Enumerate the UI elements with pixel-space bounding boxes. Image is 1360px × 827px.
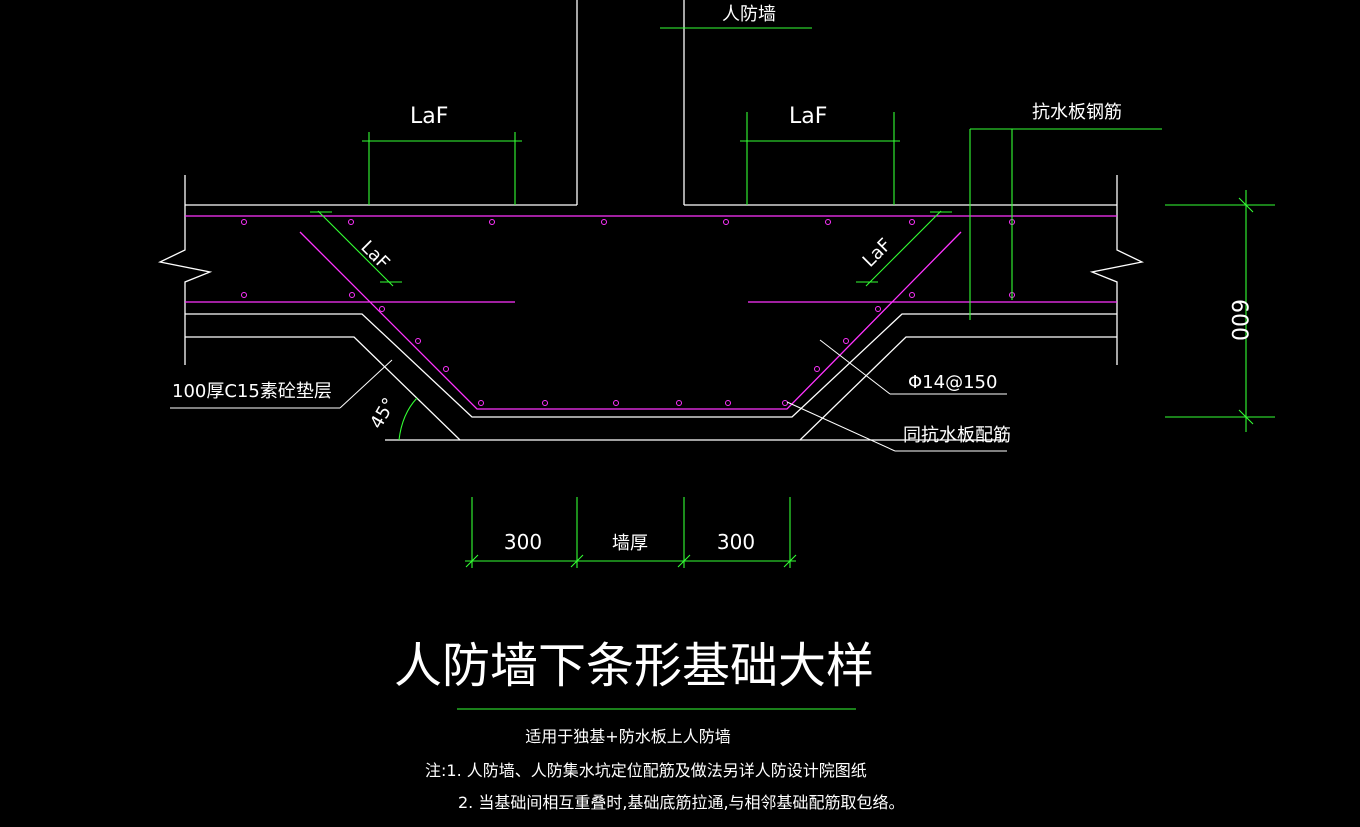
laf-diag-left-label: LaF: [356, 237, 393, 274]
height-dim-label: 600: [1226, 299, 1251, 341]
foundation-outline: [185, 313, 1117, 418]
drawing-subtitle: 适用于独基+防水板上人防墙: [525, 727, 730, 746]
slab-break-left: [157, 175, 213, 365]
bottom-tick-4: [783, 554, 797, 568]
rebar-dot: [489, 219, 495, 225]
rebar-dot: [348, 219, 354, 225]
wall-label: 人防墙: [722, 4, 776, 25]
rebar-dot: [875, 306, 881, 312]
foundation-bottom-rebar: [299, 231, 962, 410]
rebar-dot: [478, 400, 484, 406]
rebar-dot: [379, 306, 385, 312]
same-rebar-leader-d: [786, 401, 896, 452]
rebar-dot: [782, 400, 788, 406]
rebar-dot: [909, 219, 915, 225]
same-rebar-label: 同抗水板配筋: [903, 425, 1011, 446]
cushion-leader-d: [339, 359, 393, 409]
cushion-label: 100厚C15素砼垫层: [172, 381, 332, 402]
annotation-leaders: [170, 339, 1007, 452]
dimension-lines: [310, 27, 1275, 710]
rebar-dot: [725, 400, 731, 406]
rebar-dot: [814, 366, 820, 372]
laf-diag-left-dim: [317, 210, 394, 287]
rebar-dot: [601, 219, 607, 225]
stirrup-label: Φ14@150: [908, 372, 997, 393]
rebar-dot: [443, 366, 449, 372]
bottom-tick-2: [570, 554, 584, 568]
note-2: 2. 当基础间相互重叠时,基础底筋拉通,与相邻基础配筋取包络。: [458, 793, 905, 812]
rebar-dot: [613, 400, 619, 406]
laf-diag-right-dim: [865, 210, 942, 287]
dim-left-label: 300: [504, 530, 542, 554]
rebar-dot: [542, 400, 548, 406]
angle-arc: [398, 397, 418, 441]
bottom-tick-3: [677, 554, 691, 568]
rebar-dots: [241, 219, 1015, 406]
cushion-outline: [185, 336, 1117, 441]
rebar-dot: [909, 292, 915, 298]
laf-right-label: LaF: [789, 104, 827, 129]
rebar-dot: [241, 219, 247, 225]
rebar: [185, 215, 1117, 410]
dim-wall-label: 墙厚: [612, 533, 648, 554]
dim-right-label: 300: [717, 530, 755, 554]
rebar-dot: [825, 219, 831, 225]
rebar-dot: [676, 400, 682, 406]
rebar-dot: [349, 292, 355, 298]
slab-rebar-label: 抗水板钢筋: [1032, 102, 1122, 123]
rebar-dot: [843, 338, 849, 344]
laf-left-label: LaF: [410, 104, 448, 129]
concrete-outline: [157, 0, 1145, 441]
angle-label: 45°: [366, 394, 400, 432]
note-1: 注:1. 人防墙、人防集水坑定位配筋及做法另详人防设计院图纸: [425, 761, 867, 780]
laf-diag-right-label: LaF: [859, 234, 896, 271]
height-tick-top: [1238, 197, 1254, 213]
rebar-dot: [723, 219, 729, 225]
stirrup-leader-d: [819, 339, 891, 395]
rebar-dot: [241, 292, 247, 298]
height-tick-bottom: [1238, 409, 1254, 425]
drawing-title: 人防墙下条形基础大样: [394, 638, 874, 694]
slab-break-right: [1089, 175, 1145, 365]
bottom-tick-1: [465, 554, 479, 568]
rebar-dot: [415, 338, 421, 344]
